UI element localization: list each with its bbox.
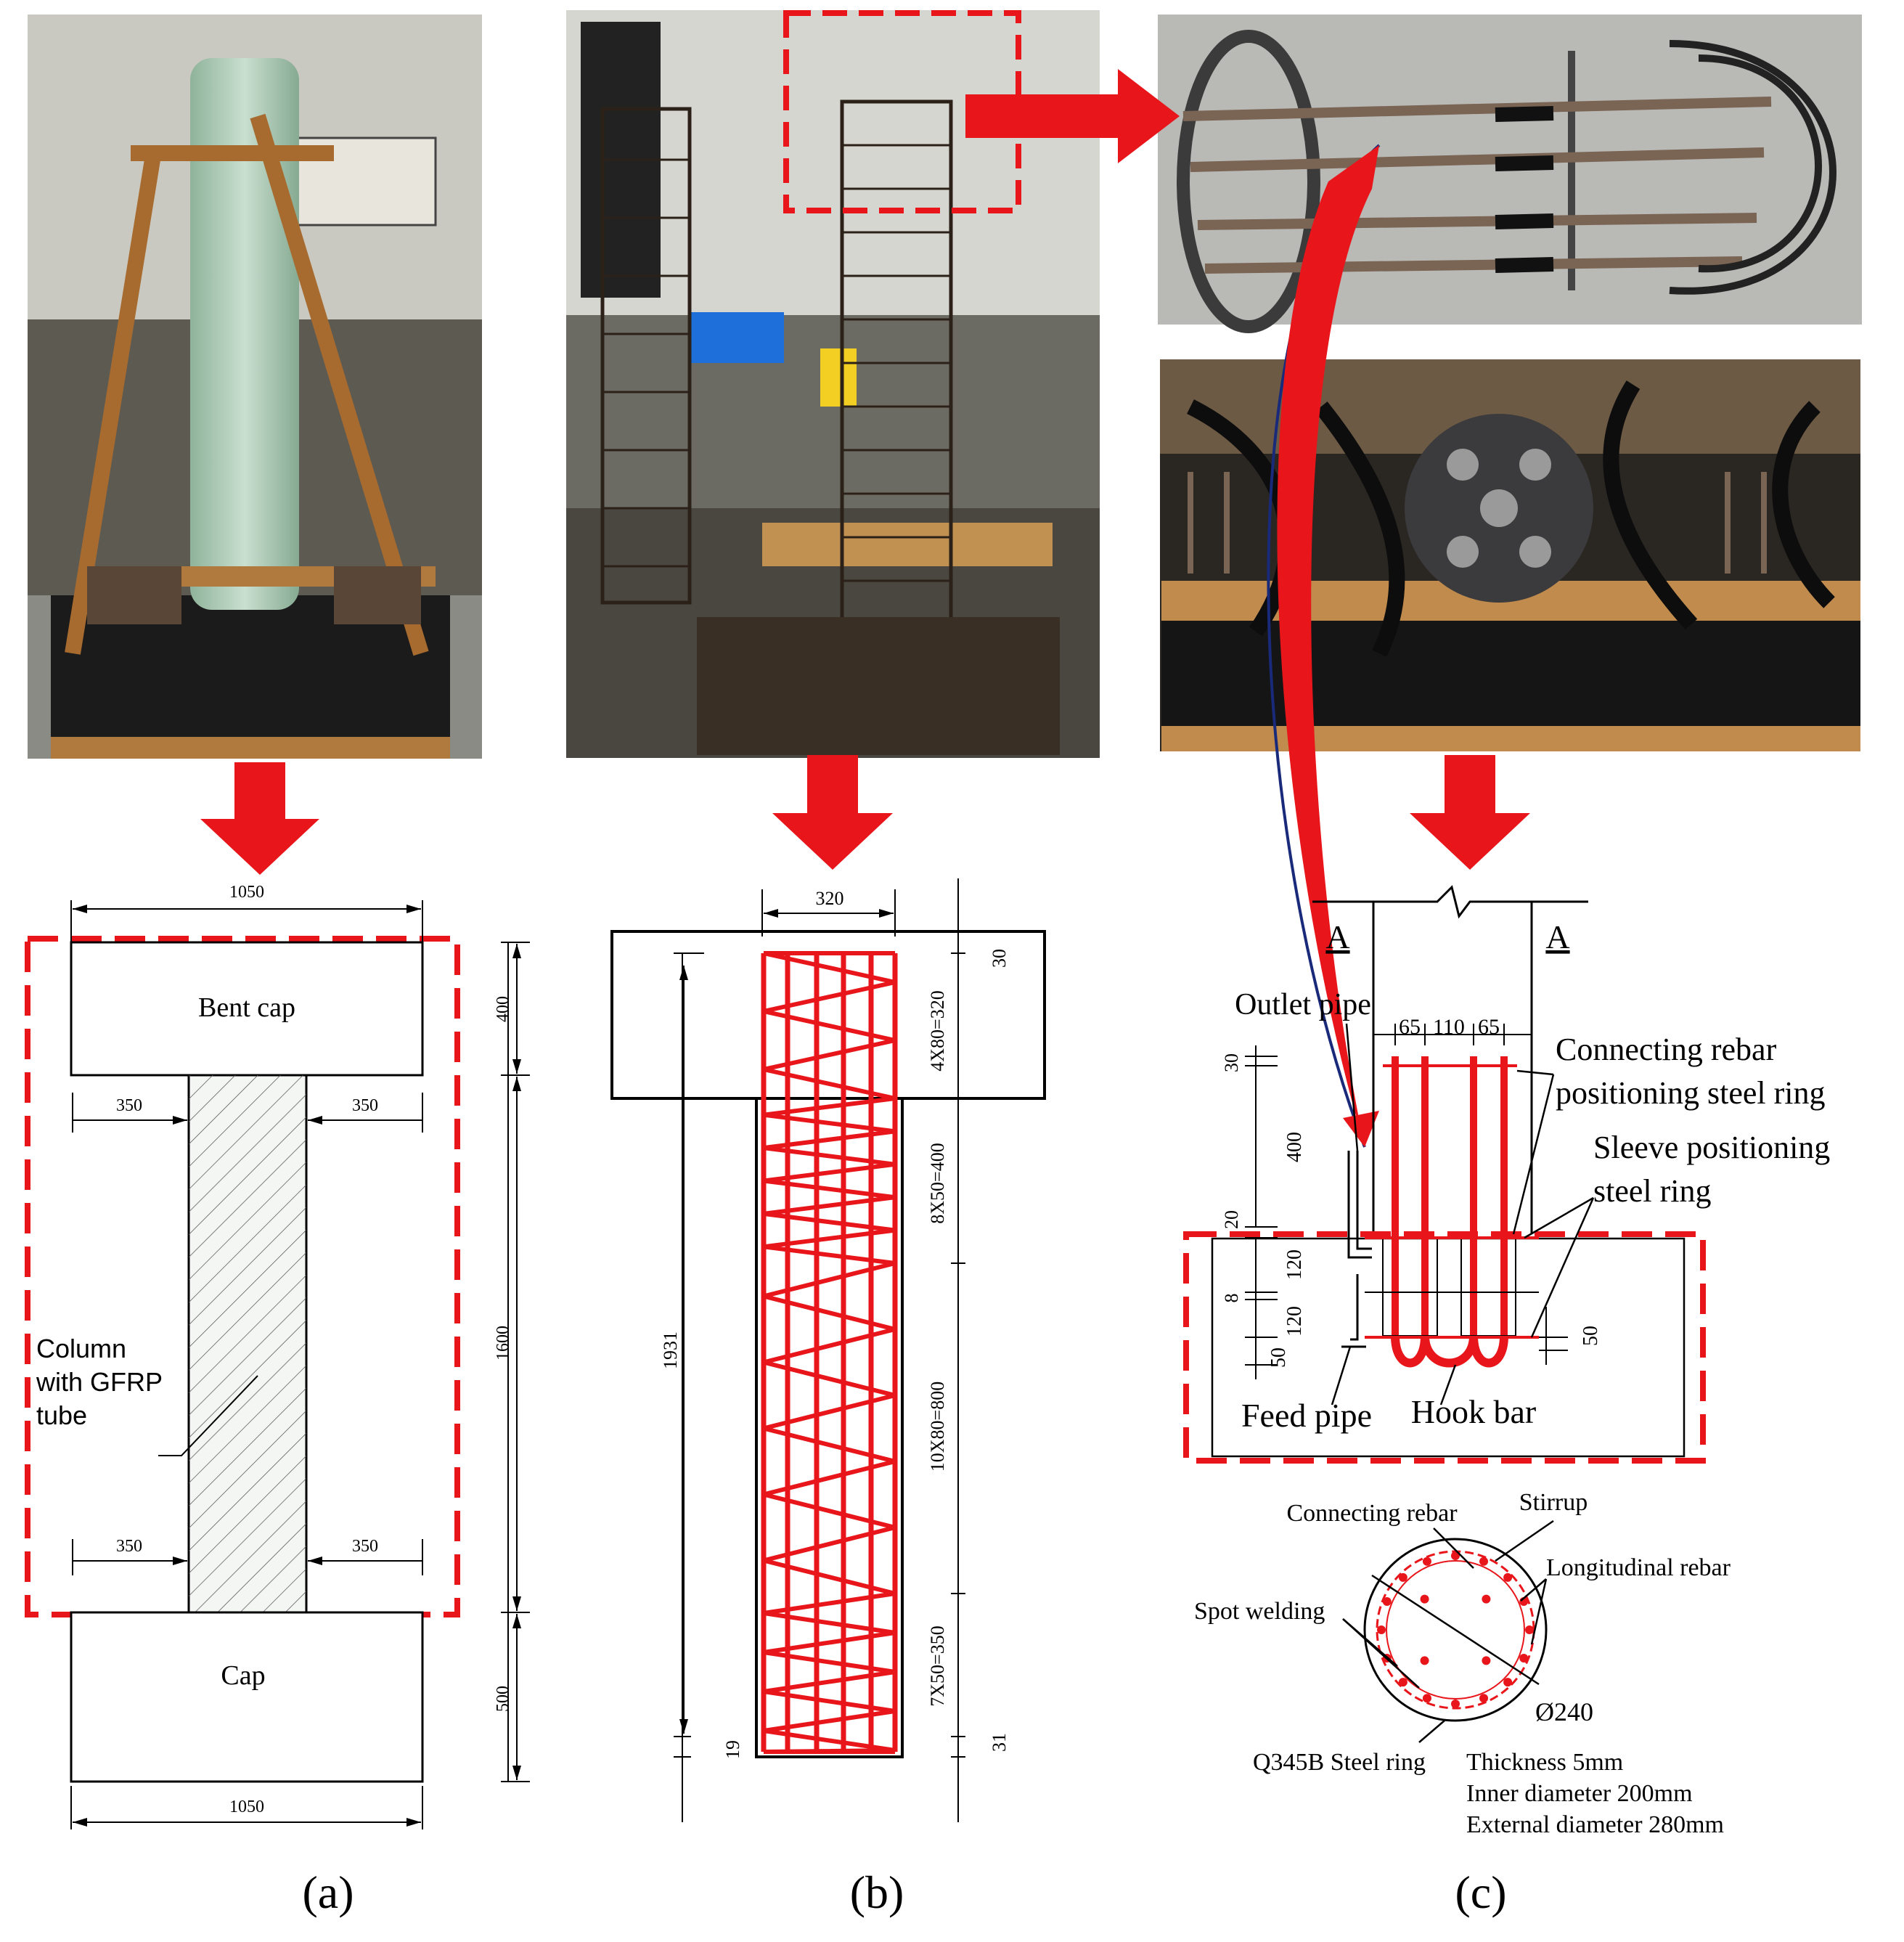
longitudinal-rebar-dot (1382, 1596, 1392, 1606)
pipes (1341, 1151, 1372, 1348)
caption-c: (c) (1455, 1866, 1506, 1918)
dim-1050-top: 1050 (229, 883, 264, 902)
dim-110: 110 (1433, 1015, 1465, 1039)
dim-120a-c: 120 (1283, 1249, 1306, 1280)
caption-b: (b) (850, 1866, 904, 1918)
dim-10x80: 10X80=800 (927, 1382, 948, 1472)
longitudinal-rebar-dot (1525, 1625, 1534, 1634)
connecting-rebar-label-2: positioning steel ring (1556, 1075, 1826, 1111)
photo-c-connecting-rebar (1158, 15, 1862, 333)
cap-label: Cap (221, 1660, 265, 1691)
dim-120b-c: 120 (1283, 1306, 1306, 1337)
photo-b-rebar-cage (566, 10, 1100, 758)
column-label-line1: Column (36, 1334, 126, 1363)
sec-diameter-label: Ø240 (1535, 1697, 1593, 1726)
sec-external-diameter-label: External diameter 280mm (1466, 1811, 1724, 1838)
sleeve-ring-label-2: steel ring (1593, 1173, 1712, 1209)
longitudinal-rebar-dot (1422, 1557, 1431, 1566)
longitudinal-rebar-dot (1377, 1625, 1386, 1634)
bent-cap (70, 941, 424, 1077)
arrow-photo-to-detail (965, 69, 1180, 163)
longitudinal-rebar-dot (1422, 1694, 1431, 1703)
connecting-rebar-dot (1482, 1594, 1491, 1604)
cap-dashed-region (1183, 1231, 1706, 1464)
connecting-rebar-dot (1420, 1656, 1429, 1665)
photo-a-gfrp-column (28, 15, 482, 759)
longitudinal-rebar-dot (1451, 1700, 1460, 1708)
connecting-rebar-dot (1420, 1594, 1429, 1604)
bent-cap-label: Bent cap (198, 992, 295, 1023)
panel-a-drawing: 1050 1050 Bent cap Cap 400 1600 500 350 … (25, 883, 530, 1918)
caption-a: (a) (302, 1866, 354, 1918)
photo-c-cap-formwork (1160, 359, 1860, 751)
dim-500: 500 (494, 1686, 512, 1712)
connecting-rebar-dot (1482, 1656, 1491, 1665)
dim-8x50: 8X50=400 (927, 1143, 948, 1223)
dim-30-c: 30 (1221, 1053, 1242, 1072)
dim-350-upper-left: 350 (116, 1096, 142, 1115)
dim-65-left: 65 (1399, 1015, 1421, 1039)
dim-65-right: 65 (1478, 1015, 1500, 1039)
dim-19: 19 (722, 1740, 743, 1759)
section-a-right: A (1545, 918, 1569, 955)
dim-1050-bottom: 1050 (229, 1798, 264, 1816)
sec-thickness-label: Thickness 5mm (1466, 1749, 1623, 1776)
dim-320: 320 (816, 888, 844, 909)
sleeves (1365, 1237, 1539, 1337)
longitudinal-rebar-dot (1479, 1694, 1489, 1703)
column-label-line2: with GFRP (36, 1367, 163, 1397)
dim-30: 30 (989, 949, 1010, 968)
arrow-down-a (200, 762, 319, 875)
connecting-rebar-label-1: Connecting rebar (1556, 1032, 1777, 1067)
sec-spot-welding-label: Spot welding (1194, 1598, 1325, 1625)
longitudinal-rebar-dot (1451, 1551, 1460, 1560)
longitudinal-rebar-dot (1519, 1654, 1529, 1663)
longitudinal-rebar-dot (1503, 1678, 1513, 1687)
dim-350-lower-right: 350 (352, 1537, 378, 1556)
dim-8-c: 8 (1221, 1294, 1242, 1303)
sleeve-ring-label-1: Sleeve positioning (1593, 1130, 1830, 1165)
dim-1600: 1600 (494, 1326, 512, 1360)
sec-inner-diameter-label: Inner diameter 200mm (1466, 1780, 1693, 1807)
dim-1931: 1931 (660, 1331, 681, 1369)
cap (70, 1611, 424, 1783)
arrow-down-c (1410, 755, 1530, 870)
dim-400: 400 (494, 996, 512, 1022)
outlet-pipe-label: Outlet pipe (1235, 988, 1371, 1021)
dim-350-lower-left: 350 (116, 1537, 142, 1556)
section-a-left: A (1325, 918, 1349, 955)
positioning-rings (1365, 1064, 1539, 1339)
sec-connecting-rebar-label: Connecting rebar (1286, 1500, 1458, 1527)
feed-pipe-label: Feed pipe (1241, 1397, 1372, 1434)
column-outline (755, 1098, 904, 1758)
sec-longitudinal-label: Longitudinal rebar (1546, 1554, 1731, 1581)
dim-4x80: 4X80=320 (927, 990, 948, 1071)
cross-section: Connecting rebar Stirrup Longitudinal re… (1194, 1489, 1731, 1838)
hook-bar-label: Hook bar (1411, 1393, 1536, 1430)
dim-31: 31 (989, 1733, 1010, 1752)
sec-stirrup-label: Stirrup (1519, 1489, 1588, 1516)
longitudinal-rebars (761, 953, 898, 1752)
bent-cap-outline (610, 930, 1046, 1100)
longitudinal-rebar-dot (1503, 1572, 1513, 1582)
dim-50b-c: 50 (1580, 1326, 1602, 1346)
hook-bars (1391, 1335, 1508, 1368)
curved-arrow-to-outlet-pipe (1267, 144, 1381, 1148)
panel-b-drawing: 320 30 4X80=320 8X50=400 10X80=800 7X50=… (610, 878, 1046, 1918)
dim-400-c: 400 (1283, 1132, 1306, 1162)
column-label-line3: tube (36, 1400, 87, 1430)
longitudinal-rebar-dot (1398, 1572, 1407, 1582)
sec-steel-ring-label: Q345B Steel ring (1253, 1749, 1426, 1776)
panel-c-drawing: A A (1183, 885, 1830, 1918)
longitudinal-rebar-dot (1398, 1678, 1407, 1687)
longitudinal-rebar-dot (1479, 1557, 1489, 1566)
dim-50a-c: 50 (1267, 1347, 1290, 1368)
connecting-rebars (1392, 1056, 1508, 1336)
arrow-down-b (772, 755, 893, 870)
dim-350-upper-right: 350 (352, 1096, 378, 1115)
break-line (1312, 885, 1588, 919)
dim-20-c: 20 (1221, 1210, 1242, 1229)
dim-7x50: 7X50=350 (927, 1625, 948, 1706)
